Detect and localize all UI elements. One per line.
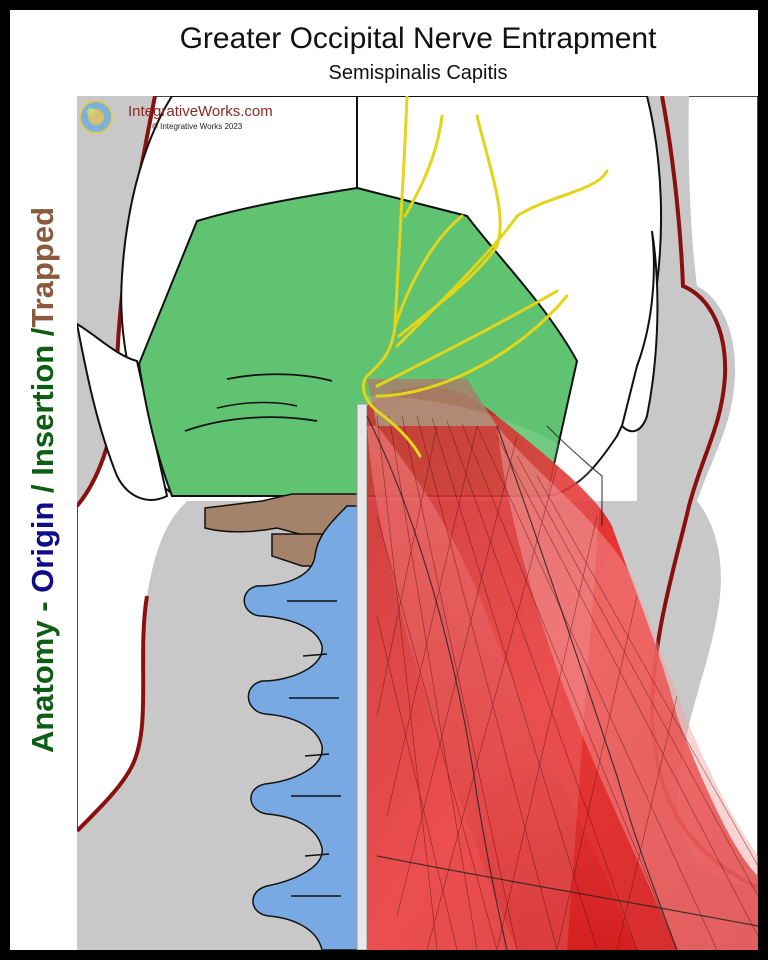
page-subtitle: Semispinalis Capitis (328, 62, 508, 84)
midline-plane (356, 403, 368, 950)
label-insertion: Insertion (25, 344, 60, 476)
label-origin: Origin (25, 501, 60, 593)
label-trapped: Trapped (25, 206, 60, 328)
nuchal-line-lower (184, 416, 318, 432)
mastoid-left (77, 322, 169, 501)
cervical-vertebrae (243, 505, 363, 950)
anatomy-diagram (77, 96, 758, 950)
copyright-text: © Integrative Works 2023 (152, 122, 243, 131)
label-sep2: / (25, 327, 60, 345)
muscle-fibre-outlines (366, 415, 758, 950)
page-title: Greater Occipital Nerve Entrapment (179, 22, 657, 55)
nuchal-line-mid (216, 401, 298, 409)
label-anatomy: Anatomy - (25, 592, 60, 754)
label-sep1: / (25, 475, 60, 502)
side-label: Anatomy - Origin / Insertion /Trapped (25, 207, 61, 753)
mastoid-right (620, 230, 659, 433)
trapezius-muscle (497, 426, 758, 950)
vertebra-line (287, 600, 341, 897)
nuchal-line-upper (226, 373, 333, 382)
greater-occipital-nerve (361, 96, 609, 458)
splenius-muscle (367, 426, 637, 950)
atlas-muscle-brown (367, 379, 497, 426)
brand-name[interactable]: IntegrativeWorks.com (128, 103, 273, 120)
